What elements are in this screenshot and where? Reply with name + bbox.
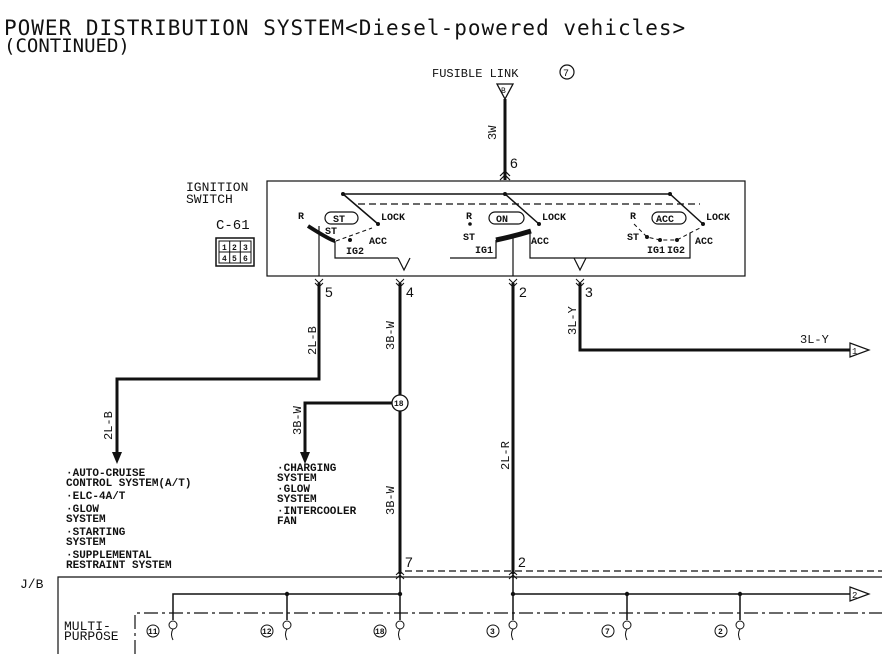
svg-text:3B-W: 3B-W — [384, 485, 398, 515]
svg-text:ST: ST — [325, 227, 337, 238]
svg-text:18: 18 — [375, 628, 385, 637]
svg-text:R: R — [630, 212, 636, 223]
diagram-subtitle: (CONTINUED) — [4, 35, 130, 57]
ignition-switch-label: IGNITION — [186, 180, 248, 195]
svg-text:6: 6 — [243, 255, 248, 264]
svg-text:LOCK: LOCK — [542, 213, 566, 224]
svg-text:1: 1 — [222, 244, 227, 253]
svg-text:IG2: IG2 — [667, 246, 685, 257]
output-pin-4: 4 3B-W — [384, 278, 414, 574]
connector-c61-icon: 1 2 3 4 5 6 — [215, 237, 255, 267]
fusible-link-number-icon: 7 — [559, 64, 575, 80]
connector-arrow-icon — [499, 170, 511, 181]
svg-text:11: 11 — [148, 628, 158, 637]
svg-text:5: 5 — [232, 255, 237, 264]
output-pin-3: 3 3L-Y 3L-Y 1 — [566, 278, 871, 358]
svg-text:·GLOW: ·GLOW — [66, 504, 99, 516]
svg-text:·STARTING: ·STARTING — [66, 527, 126, 539]
junction-block: 7 2 2 MULTI- PURPOSE — [57, 554, 882, 654]
svg-text:·AUTO-CRUISE: ·AUTO-CRUISE — [66, 468, 146, 480]
svg-text:IG2: IG2 — [346, 247, 364, 258]
svg-text:5: 5 — [325, 284, 333, 300]
svg-text:3B-W: 3B-W — [384, 320, 398, 350]
svg-text:7: 7 — [605, 628, 610, 637]
svg-text:3B-W: 3B-W — [291, 405, 305, 435]
pin-6: 6 — [510, 155, 518, 171]
output-pin-2: 2 2L-R — [499, 278, 527, 574]
switch-position-acc: ACC R ST IG1 IG2 LOCK ACC — [580, 192, 730, 259]
diagram-title: POWER DISTRIBUTION SYSTEM<Diesel-powered… — [4, 16, 687, 40]
connector-1-icon — [849, 342, 871, 358]
svg-text:SYSTEM: SYSTEM — [66, 514, 106, 526]
svg-text:·GLOW: ·GLOW — [277, 484, 310, 496]
svg-text:IG1: IG1 — [647, 246, 665, 257]
svg-text:2L-R: 2L-R — [499, 441, 513, 470]
svg-text:18: 18 — [394, 400, 404, 409]
svg-text:CONTROL SYSTEM(A/T): CONTROL SYSTEM(A/T) — [66, 478, 191, 490]
jb-label: J/B — [20, 577, 44, 592]
mid-destination-list: ·CHARGING SYSTEM ·GLOW SYSTEM ·INTERCOOL… — [277, 463, 357, 528]
svg-text:3L-Y: 3L-Y — [800, 333, 829, 347]
switch-position-st: ST R ST LOCK ACC IG2 — [298, 192, 405, 259]
svg-text:2: 2 — [232, 244, 237, 253]
fuse-18: 18 — [373, 620, 405, 641]
svg-text:MULTI-: MULTI- — [64, 619, 111, 634]
fusible-link-label: FUSIBLE LINK — [432, 67, 519, 81]
connector-id: C-61 — [216, 218, 250, 234]
svg-text:·INTERCOOLER: ·INTERCOOLER — [277, 506, 357, 518]
svg-text:·SUPPLEMENTAL: ·SUPPLEMENTAL — [66, 550, 152, 562]
svg-text:R: R — [298, 212, 304, 223]
switch-position-on: ON R ST IG1 LOCK ACC — [450, 192, 580, 259]
svg-text:2L-B: 2L-B — [306, 326, 320, 355]
svg-text:·ELC-4A/T: ·ELC-4A/T — [66, 491, 126, 503]
fuse-12: 12 — [260, 620, 292, 641]
svg-text:·CHARGING: ·CHARGING — [277, 463, 337, 475]
svg-text:2: 2 — [852, 591, 857, 601]
svg-text:7: 7 — [405, 554, 413, 570]
svg-text:LOCK: LOCK — [381, 213, 405, 224]
svg-text:ON: ON — [496, 215, 508, 226]
svg-text:ACC: ACC — [695, 237, 713, 248]
svg-text:3: 3 — [585, 284, 593, 300]
svg-text:ACC: ACC — [531, 237, 549, 248]
svg-text:2: 2 — [518, 554, 526, 570]
svg-text:LOCK: LOCK — [706, 213, 730, 224]
svg-text:SYSTEM: SYSTEM — [66, 537, 106, 549]
svg-text:4: 4 — [406, 284, 414, 300]
wire-label-3w: 3W — [486, 125, 500, 140]
svg-text:3: 3 — [490, 628, 495, 637]
left-destination-list: ·AUTO-CRUISE CONTROL SYSTEM(A/T) ·ELC-4A… — [66, 468, 191, 572]
svg-text:SYSTEM: SYSTEM — [277, 473, 317, 485]
svg-text:ST: ST — [333, 215, 345, 226]
output-pin-5: 5 2L-B 2L-B — [102, 278, 333, 464]
svg-text:ACC: ACC — [656, 215, 674, 226]
svg-text:PURPOSE: PURPOSE — [64, 629, 119, 644]
svg-text:B: B — [501, 87, 506, 96]
junction-18: 18 3B-W 3B-W — [291, 394, 409, 515]
svg-text:IG1: IG1 — [475, 246, 493, 257]
svg-text:3: 3 — [243, 244, 248, 253]
fusible-link-terminal: B — [495, 83, 515, 101]
svg-text:4: 4 — [222, 255, 227, 264]
svg-text:RESTRAINT SYSTEM: RESTRAINT SYSTEM — [66, 560, 172, 572]
svg-text:2: 2 — [519, 284, 527, 300]
svg-text:12: 12 — [262, 628, 272, 637]
svg-text:2: 2 — [718, 628, 723, 637]
svg-text:7: 7 — [563, 69, 569, 80]
fuse-2: 2 — [714, 620, 745, 641]
svg-text:SWITCH: SWITCH — [186, 192, 233, 207]
svg-text:2L-B: 2L-B — [102, 411, 116, 440]
fuse-7: 7 — [601, 620, 632, 641]
svg-text:1: 1 — [852, 347, 857, 357]
svg-text:3L-Y: 3L-Y — [566, 306, 580, 335]
fuse-3: 3 — [486, 620, 518, 641]
svg-text:FAN: FAN — [277, 516, 297, 528]
svg-text:ST: ST — [463, 233, 475, 244]
fuse-11: 11 — [146, 620, 178, 641]
svg-text:ST: ST — [627, 233, 639, 244]
svg-text:R: R — [466, 212, 472, 223]
svg-text:SYSTEM: SYSTEM — [277, 494, 317, 506]
ignition-switch-box — [266, 180, 746, 277]
svg-text:ACC: ACC — [369, 237, 387, 248]
